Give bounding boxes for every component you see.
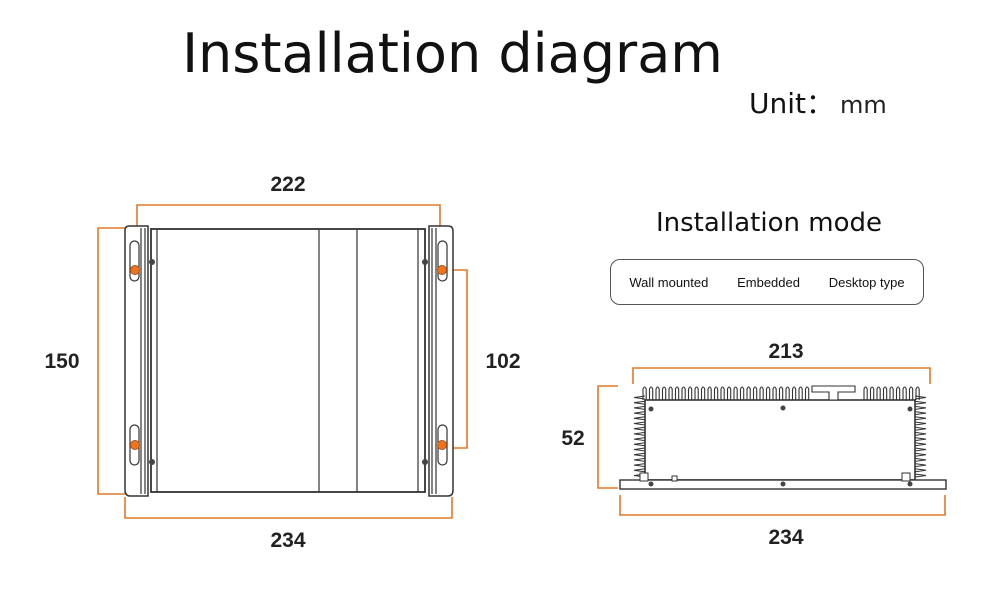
installation-mode-title: Installation mode: [655, 208, 882, 238]
dim-front-left: 150: [44, 350, 79, 373]
mode-embedded: Embedded: [737, 274, 800, 290]
mount-hole-icon: [130, 265, 140, 275]
dim-side-left: 52: [561, 427, 584, 450]
dim-line-side-left: [597, 385, 618, 489]
dim-line-front-bottom: [124, 497, 453, 519]
dim-side-bottom: 234: [768, 526, 803, 549]
dim-front-top: 222: [270, 173, 305, 196]
front-panel: [150, 228, 426, 493]
unit-prefix: Unit：: [749, 87, 834, 120]
side-body: [644, 399, 916, 481]
mode-desktop-type: Desktop type: [828, 274, 905, 290]
front-view: 222 150 102 234: [44, 173, 520, 552]
dim-line-front-right: [448, 269, 468, 449]
dim-line-front-left: [97, 227, 125, 495]
page-title: Installation diagram: [182, 22, 723, 85]
dim-side-top: 213: [768, 340, 803, 363]
side-view: 213 52 234: [561, 340, 947, 549]
dim-line-front-top: [136, 204, 441, 226]
unit-value: mm: [840, 91, 887, 119]
unit-label: Unit：mm: [749, 82, 887, 122]
mount-hole-icon: [437, 265, 447, 275]
mount-hole-icon: [437, 440, 447, 450]
dim-line-side-top: [632, 367, 931, 384]
installation-mode-box: Wall mounted Embedded Desktop type: [610, 259, 924, 305]
dim-line-side-bottom: [619, 495, 946, 516]
mount-hole-icon: [130, 440, 140, 450]
dim-front-bottom: 234: [270, 529, 305, 552]
dim-front-right: 102: [485, 350, 520, 373]
mode-wall-mounted: Wall mounted: [629, 274, 709, 290]
